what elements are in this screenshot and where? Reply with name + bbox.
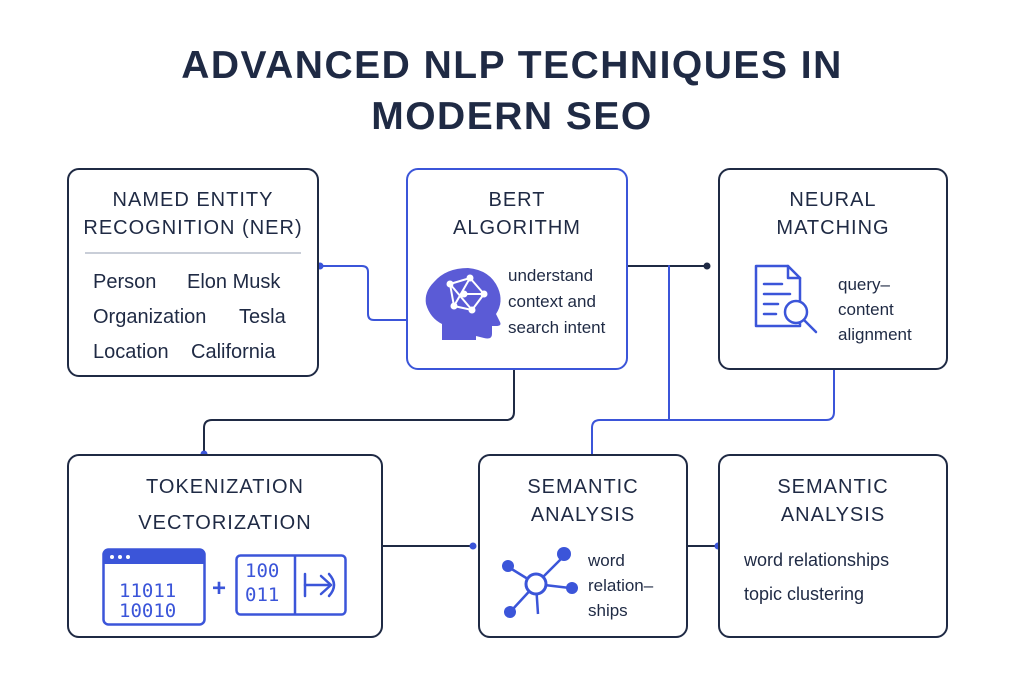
brain-network-icon: [425, 268, 501, 340]
wire-dot-neural: [703, 262, 711, 270]
tokenization-card: TOKENIZATION VECTORIZATION 11011 10010 +…: [67, 454, 383, 638]
vector-line-2: 011: [245, 584, 280, 606]
semantic-center-line-1: word: [588, 551, 625, 570]
ner-divider: [85, 252, 301, 254]
neural-line-2: content: [838, 300, 894, 319]
semantic-center-line-2: relation–: [588, 576, 654, 595]
semantic-right-heading-line-2: ANALYSIS: [780, 504, 886, 526]
vector-box-icon: [235, 554, 347, 616]
bert-heading-line-2: ALGORITHM: [453, 217, 581, 239]
ner-type-organization: Organization: [93, 306, 207, 328]
bert-line-2: context and: [508, 292, 596, 311]
vector-line-1: 100: [245, 560, 280, 582]
neural-heading-line-2: MATCHING: [776, 217, 890, 239]
neural-matching-card: NEURAL MATCHING query– content alignment: [718, 168, 948, 370]
ner-heading-line-1: NAMED ENTITY: [112, 189, 274, 211]
neural-line-3: alignment: [838, 325, 912, 344]
wire-bert-tokenization: [203, 369, 515, 455]
binary-line-1: 11011: [119, 580, 177, 602]
semantic-analysis-card-center: SEMANTIC ANALYSIS word relation– ships: [478, 454, 688, 638]
neural-heading-line-1: NEURAL: [789, 189, 877, 211]
binary-line-2: 10010: [119, 600, 177, 622]
ner-value-organization: Tesla: [239, 306, 286, 328]
semantic-right-line-2: topic clustering: [744, 584, 865, 604]
bert-line-1: understand: [508, 266, 594, 285]
wire-ner-bert: [319, 265, 408, 321]
semantic-center-line-3: ships: [588, 601, 628, 620]
semantic-center-heading-line-1: SEMANTIC: [527, 476, 639, 498]
ner-type-location: Location: [93, 341, 169, 363]
ner-value-person: Elon Musk: [187, 271, 281, 293]
bert-line-3: search intent: [508, 318, 606, 337]
bert-heading-line-1: BERT: [488, 189, 546, 211]
tokenization-heading-line-1: TOKENIZATION: [146, 476, 304, 498]
page-title-line-1: ADVANCED NLP TECHNIQUES IN: [181, 44, 843, 87]
ner-heading-line-2: RECOGNITION (NER): [83, 217, 303, 239]
vector-arrow-icon: [303, 572, 336, 598]
document-search-icon: [754, 264, 818, 334]
semantic-right-heading-line-1: SEMANTIC: [777, 476, 889, 498]
ner-type-person: Person: [93, 271, 157, 293]
bert-card: BERT ALGORITHM understand context and se…: [406, 168, 628, 370]
semantic-right-line-1: word relationships: [744, 550, 890, 570]
tokenization-heading-line-2: VECTORIZATION: [138, 512, 312, 534]
page-title-line-2: MODERN SEO: [371, 95, 653, 138]
network-graph-icon: [502, 547, 578, 618]
wire-neural-semantic: [591, 369, 835, 455]
ner-card: NAMED ENTITY RECOGNITION (NER) Person El…: [67, 168, 319, 377]
wire-dot-semantic-left: [469, 542, 477, 550]
neural-line-1: query–: [838, 275, 890, 294]
plus-sign: +: [212, 575, 227, 602]
semantic-center-heading-line-2: ANALYSIS: [530, 504, 636, 526]
ner-value-location: California: [191, 341, 276, 363]
binary-window-icon: [102, 548, 206, 626]
semantic-analysis-card-right: SEMANTIC ANALYSIS word relationships top…: [718, 454, 948, 638]
